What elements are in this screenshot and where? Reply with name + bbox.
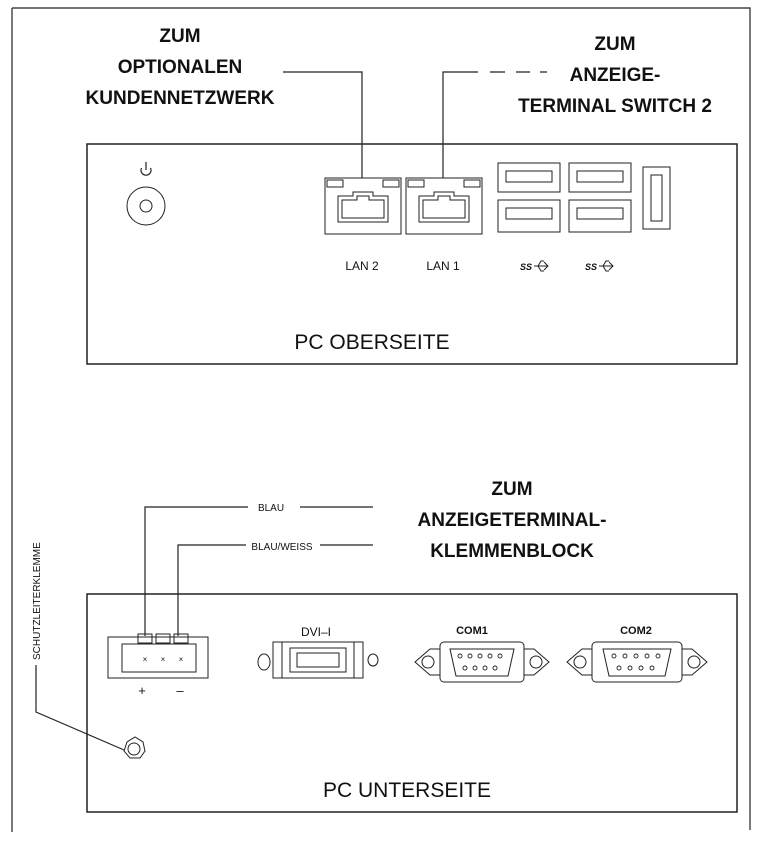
dvi-label: DVI–I — [301, 625, 331, 639]
lan1-label: LAN 1 — [426, 259, 460, 273]
leader-ground — [35, 665, 125, 751]
com1-label: COM1 — [456, 625, 488, 637]
usb3-icon: SS — [585, 260, 614, 272]
com2-label: COM2 — [620, 625, 652, 637]
pc-top-label: PC OBERSEITE — [294, 331, 449, 354]
heading-right-line2: ANZEIGE- — [570, 65, 661, 86]
svg-text:×: × — [179, 655, 184, 664]
plus-label: + — [138, 683, 146, 698]
heading-right-line1: ZUM — [594, 34, 635, 55]
usb-port-vertical — [642, 166, 671, 230]
usb-port-stack-2 — [568, 162, 632, 233]
svg-text:×: × — [143, 655, 148, 664]
ground-screw — [123, 736, 146, 759]
pc-bottom-panel — [86, 593, 738, 813]
outer-frame-top-right — [12, 7, 751, 830]
svg-text:SS: SS — [585, 262, 597, 272]
heading-right-line3: TERMINAL SWITCH 2 — [518, 96, 712, 117]
leader-blue-white — [177, 544, 373, 636]
wire-blue-label: BLAU — [258, 503, 284, 514]
pc-top-panel — [86, 143, 738, 365]
pc-bottom-label: PC UNTERSEITE — [323, 779, 491, 802]
power-button — [126, 162, 166, 226]
dvi-port — [257, 641, 379, 679]
usb3-icon: SS — [520, 260, 549, 272]
svg-text:×: × — [161, 655, 166, 664]
heading-left-line2: OPTIONALEN — [118, 57, 243, 78]
heading-bottom-line2: ANZEIGETERMINAL- — [418, 510, 607, 531]
ground-label: SCHUTZLEITERKLEMME — [32, 542, 43, 660]
com2-port — [566, 641, 708, 683]
wire-blue-white-label: BLAU/WEISS — [251, 542, 312, 553]
svg-text:SS: SS — [520, 262, 532, 272]
minus-label: – — [176, 683, 184, 698]
heading-left-line1: ZUM — [159, 26, 200, 47]
usb-port-stack-1 — [497, 162, 561, 233]
leader-blue — [144, 506, 373, 636]
heading-left-line3: KUNDENNETZWERK — [86, 88, 275, 109]
lan2-port — [324, 177, 402, 235]
terminal-block: × × × — [107, 633, 209, 679]
leader-lan2 — [283, 71, 363, 178]
heading-bottom-line1: ZUM — [491, 479, 532, 500]
lan2-label: LAN 2 — [345, 259, 379, 273]
leader-lan1 — [442, 71, 547, 178]
heading-bottom-line3: KLEMMENBLOCK — [430, 541, 594, 562]
com1-port — [414, 641, 550, 683]
power-icon — [140, 162, 152, 176]
lan1-port — [405, 177, 483, 235]
